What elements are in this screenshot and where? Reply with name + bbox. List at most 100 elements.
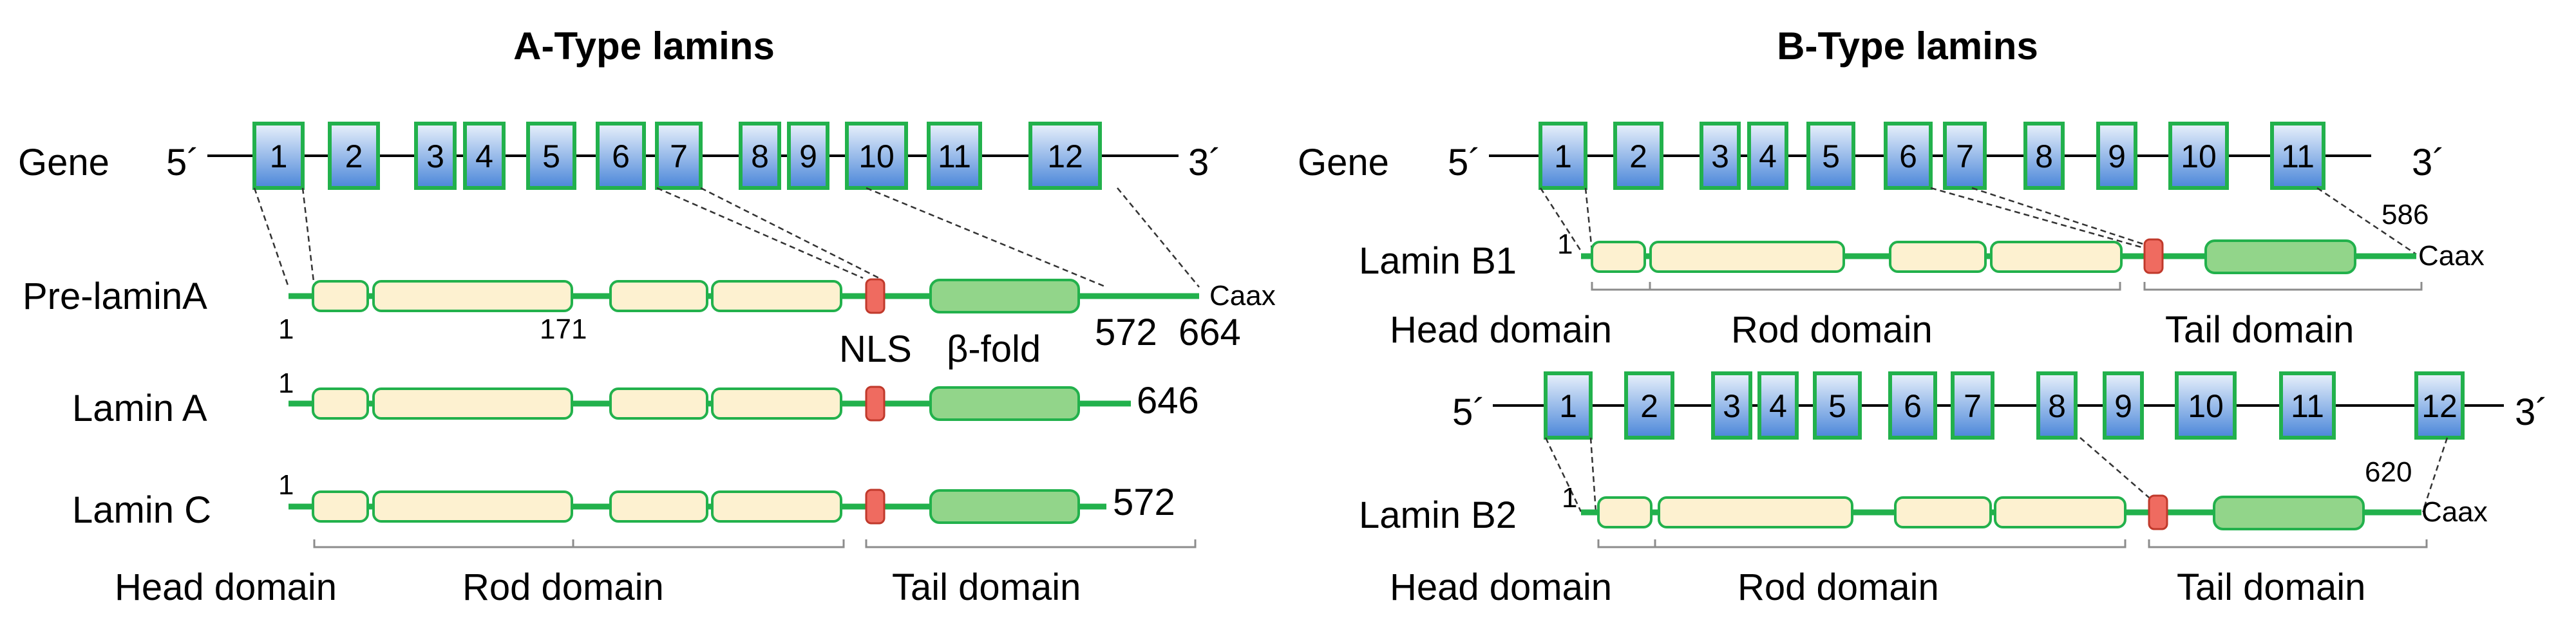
a-exon-box-5 (526, 122, 576, 190)
b1-exon-box-4 (1747, 122, 1788, 190)
laminb1-caax: Caax (2418, 240, 2485, 272)
a-exon-11: 11 (927, 122, 982, 190)
laminc-rod-2b (711, 490, 842, 523)
a-exon-box-9 (787, 122, 829, 190)
a-exon-label-3: 3 (426, 138, 444, 174)
b2-exon-box-7 (1951, 371, 1994, 440)
b2-exon-label-5: 5 (1828, 388, 1846, 424)
b1-exon-4: 4 (1747, 122, 1788, 190)
b-gene1-3prime: 3´ (2412, 142, 2445, 183)
b2-exon-protein-connectors (1544, 437, 2448, 512)
a-exon-label-2: 2 (345, 138, 363, 174)
b2-exon-label-6: 6 (1904, 388, 1922, 424)
a-exon-label-9: 9 (799, 138, 817, 174)
a-exon-1: 1 (252, 122, 305, 190)
b-gene2-3prime: 3´ (2515, 391, 2548, 433)
b2-rod-bracket (1597, 539, 2126, 548)
b1-exon-box-2 (1613, 122, 1663, 190)
b1-exon-box-1 (1539, 122, 1587, 190)
b2-exon-7: 7 (1951, 371, 1994, 440)
b2-exon-box-11 (2279, 371, 2336, 440)
laminb2-label: Lamin B2 (1359, 494, 1517, 536)
a-exon-box-11 (927, 122, 982, 190)
b1-exon-11: 11 (2270, 122, 2325, 190)
b2-exon-label-11: 11 (2291, 388, 2324, 424)
a-rod-domain-label: Rod domain (462, 566, 664, 608)
a-rod-bracket (313, 539, 845, 548)
a-head-domain-label: Head domain (115, 566, 337, 608)
b1-exon-box-10 (2168, 122, 2229, 190)
b2-exon-label-3: 3 (1723, 388, 1741, 424)
lamina-rod-2b (711, 387, 842, 420)
a-exon-label-4: 4 (475, 138, 493, 174)
b2-exon-label-2: 2 (1640, 388, 1658, 424)
a-exon-box-2 (328, 122, 380, 190)
b1-exon-box-11 (2270, 122, 2325, 190)
a-exon-box-8 (739, 122, 781, 190)
a-exon-label-1: 1 (270, 138, 288, 174)
b-gene1-5prime: 5´ (1448, 142, 1481, 183)
b1-exon-5: 5 (1806, 122, 1855, 190)
lamina-rod-1a (372, 387, 573, 420)
lamina-nls (865, 386, 886, 422)
a-exon-box-1 (252, 122, 305, 190)
b2-exon-box-2 (1624, 371, 1674, 440)
a-exon-5: 5 (526, 122, 576, 190)
b2-exon-box-1 (1544, 371, 1593, 440)
b2-exon-label-4: 4 (1769, 388, 1787, 424)
a-exon-9: 9 (787, 122, 829, 190)
a-type-title: A-Type lamins (513, 24, 775, 68)
prelamina-171: 171 (540, 313, 587, 345)
a-exon-box-4 (463, 122, 506, 190)
laminc-rod-2a (609, 490, 708, 523)
a-gene-3prime: 3´ (1188, 142, 1222, 183)
b1-exon-2: 2 (1613, 122, 1663, 190)
prelamina-caax: Caax (1209, 280, 1276, 312)
b1-exon-1: 1 (1539, 122, 1587, 190)
prelamina-572: 572 (1095, 312, 1157, 353)
laminb2-beta-fold (2213, 496, 2365, 530)
b2-exon-9: 9 (2103, 371, 2144, 440)
prelamina-head-segment (312, 280, 369, 312)
a-exon-protein-connectors (253, 187, 1200, 288)
b1-rod-domain-label: Rod domain (1731, 309, 1933, 351)
laminb1-nls (2143, 238, 2164, 274)
b2-exon-box-12 (2414, 371, 2465, 440)
laminb1-label: Lamin B1 (1359, 240, 1517, 282)
a-exon-3: 3 (414, 122, 457, 190)
prelamina-nls (865, 278, 886, 314)
b1-exon-box-8 (2023, 122, 2065, 190)
a-exon-6: 6 (596, 122, 646, 190)
b1-exon-label-7: 7 (1956, 138, 1974, 174)
a-tail-bracket (865, 539, 1197, 548)
b2-exon-11: 11 (2279, 371, 2336, 440)
b-gene-label: Gene (1298, 142, 1389, 183)
b2-exon-label-12: 12 (2421, 388, 2458, 424)
b2-exon-box-5 (1813, 371, 1862, 440)
laminb1-rod-2a (1889, 241, 1987, 273)
a-exon-10: 10 (845, 122, 908, 190)
b2-exon-10: 10 (2175, 371, 2237, 440)
b2-exon-box-3 (1711, 371, 1752, 440)
b2-head-domain-label: Head domain (1390, 566, 1612, 608)
prelamina-664: 664 (1179, 312, 1241, 353)
laminb2-nls (2148, 494, 2168, 530)
laminb2-620: 620 (2365, 456, 2412, 488)
b2-exon-3: 3 (1711, 371, 1752, 440)
b2-tail-domain-label: Tail domain (2177, 566, 2365, 608)
b1-exon-10: 10 (2168, 122, 2229, 190)
lamina-rod-2a (609, 387, 708, 420)
b1-exon-label-9: 9 (2108, 138, 2126, 174)
lamina-start: 1 (278, 368, 294, 399)
laminb2-rod-2a (1894, 496, 1992, 528)
laminb2-start: 1 (1562, 482, 1577, 514)
b1-exon-box-5 (1806, 122, 1855, 190)
prelamina-label: Pre-laminA (23, 275, 207, 317)
laminb1-rod-1a (1649, 241, 1845, 273)
b-gene2-5prime: 5´ (1452, 391, 1486, 433)
laminb1-head-segment (1591, 241, 1646, 273)
b2-exon-box-6 (1888, 371, 1937, 440)
b1-exon-label-2: 2 (1629, 138, 1647, 174)
